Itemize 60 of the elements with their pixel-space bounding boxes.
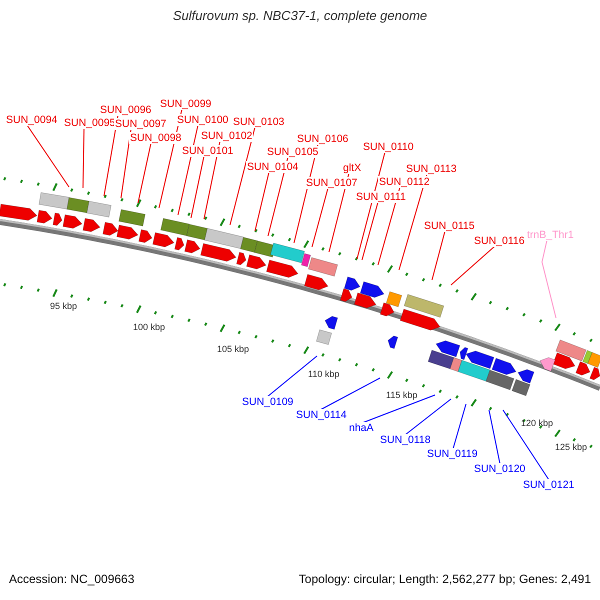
gene-label: SUN_0098 <box>129 132 182 144</box>
gene-label: gltX <box>342 162 362 174</box>
gene-label: SUN_0110 <box>362 141 415 153</box>
gene-label: trnB_Thr1 <box>526 229 575 241</box>
title: Sulfurovum sp. NBC37-1, complete genome <box>172 10 428 22</box>
scale-label: 125 kbp <box>555 441 588 453</box>
gene-label: SUN_0099 <box>159 98 212 110</box>
gene-label: SUN_0104 <box>246 161 300 173</box>
gene-label: SUN_0106 <box>296 133 350 145</box>
gene-label: SUN_0115 <box>423 220 476 232</box>
leader-line <box>190 156 204 218</box>
gene-label: SUN_0105 <box>266 146 320 158</box>
leader-line <box>138 142 152 204</box>
gene-label: SUN_0113 <box>405 163 458 175</box>
gene-label: SUN_0107 <box>305 177 358 189</box>
scale-label: 115 kbp <box>386 389 418 401</box>
leader-line <box>356 152 386 260</box>
gene-label: SUN_0116 <box>473 235 526 247</box>
gene-label: SUN_0094 <box>5 114 58 126</box>
leader-line <box>362 202 378 260</box>
leader-line <box>450 246 496 286</box>
gene-label: SUN_0097 <box>114 118 168 130</box>
gene-label: SUN_0096 <box>99 104 152 116</box>
leader-line <box>398 174 428 270</box>
gene-label: SUN_0121 <box>522 479 576 491</box>
gene-label: SUN_0114 <box>295 409 348 421</box>
leader-line <box>452 404 466 450</box>
leader-line <box>320 378 380 410</box>
leader-line <box>488 410 500 464</box>
footer-text: Topology: circular; Length: 2,562,277 bp; Genes: 2,491 <box>298 573 591 585</box>
leader-line <box>432 230 446 280</box>
leader-line <box>541 240 556 318</box>
gene-label: SUN_0100 <box>176 114 230 126</box>
leader-line <box>404 398 452 436</box>
gene-label: SUN_0112 <box>378 176 431 188</box>
scale-label: 110 kbp <box>308 368 340 380</box>
gene-label: SUN_0095 <box>63 117 116 129</box>
leader-line <box>312 188 328 248</box>
gene-label: SUN_0109 <box>241 396 294 408</box>
gene-label: SUN_0101 <box>181 145 234 157</box>
scale-label: 95 kbp <box>50 300 78 312</box>
gene-label: SUN_0102 <box>200 130 254 142</box>
gene-label: SUN_0103 <box>232 116 286 128</box>
leader-line <box>266 356 318 398</box>
gene-label: SUN_0119 <box>426 448 479 460</box>
gene-label: nhaA <box>348 422 375 434</box>
gene-label: SUN_0111 <box>355 191 407 203</box>
leader-line <box>26 124 70 188</box>
gene-label: SUN_0120 <box>473 463 526 475</box>
gene-label: SUN_0118 <box>379 434 432 446</box>
leader-line <box>254 172 270 232</box>
leader-line <box>230 126 256 226</box>
leader-line <box>502 410 550 480</box>
footer-text: Accession: NC_009663 <box>9 573 134 585</box>
leader-line <box>82 128 84 188</box>
leader-line <box>362 394 436 424</box>
scale-label: 120 kbp <box>521 417 554 429</box>
leader-line <box>120 128 132 198</box>
scale-label: 100 kbp <box>133 321 166 333</box>
scale-label: 105 kbp <box>217 343 250 355</box>
